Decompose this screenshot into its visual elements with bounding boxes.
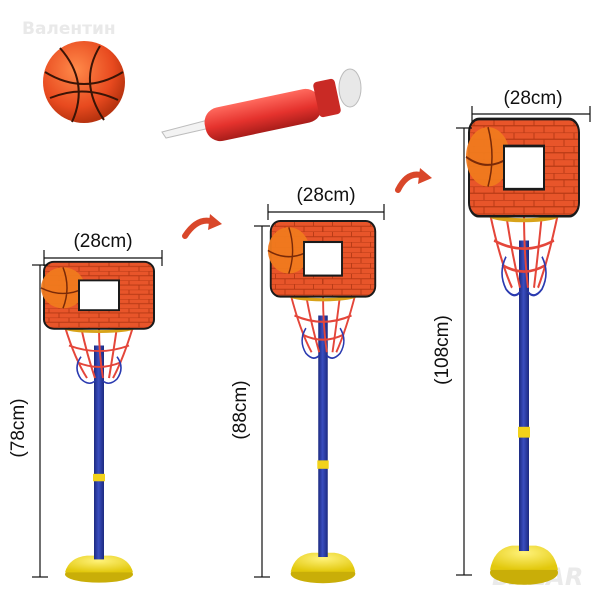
basketball-icon	[43, 41, 125, 123]
height-label-stand-1: (78cm)	[8, 398, 29, 457]
air-pump-icon	[161, 68, 362, 142]
width-dimension-stand-1: (28cm)	[43, 231, 163, 266]
width-dimension-stand-2: (28cm)	[267, 185, 385, 220]
basketball-stand-small	[39, 260, 156, 585]
watermark-top: Валентин	[22, 19, 116, 39]
curved-arrow-icon	[182, 214, 222, 239]
height-label-stand-3: (108cm)	[432, 315, 453, 385]
basketball-stand-medium	[266, 219, 377, 585]
height-label-stand-2: (88cm)	[230, 380, 251, 439]
height-dimension-stand-2: (88cm)	[230, 225, 270, 578]
basketball-stand-tall	[466, 119, 579, 585]
width-dimension-stand-3: (28cm)	[471, 88, 591, 122]
width-label-stand-3: (28cm)	[503, 88, 562, 109]
height-dimension-stand-3: (108cm)	[432, 127, 472, 576]
curved-arrow-icon	[395, 168, 432, 193]
width-label-stand-2: (28cm)	[296, 185, 355, 206]
height-dimension-stand-1: (78cm)	[8, 264, 48, 578]
width-label-stand-1: (28cm)	[73, 231, 132, 252]
